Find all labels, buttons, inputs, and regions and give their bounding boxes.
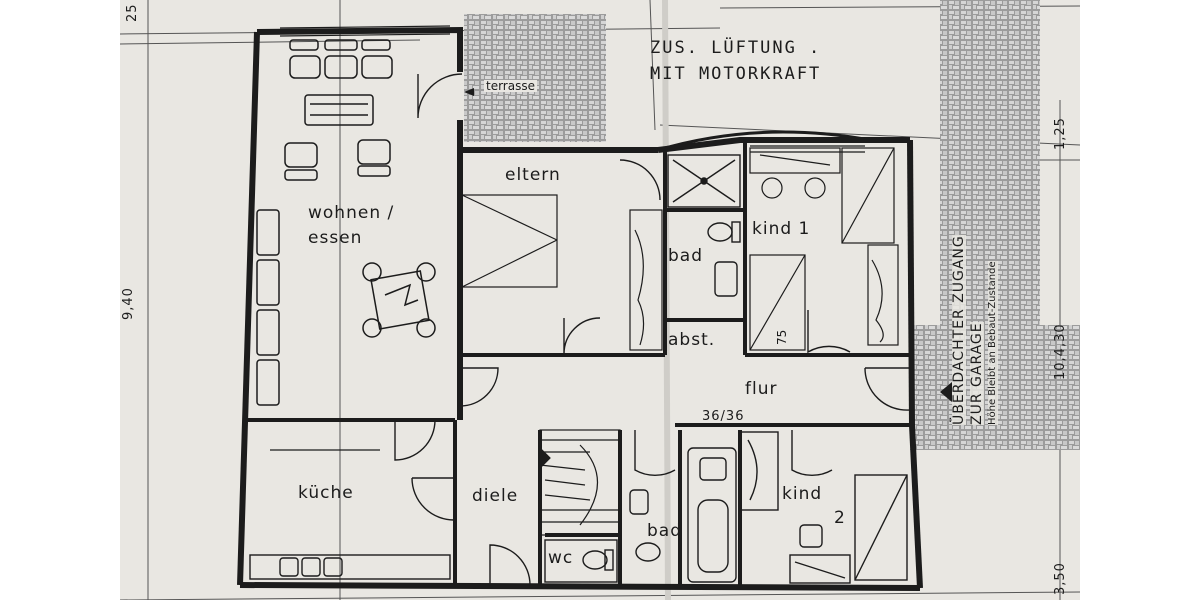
- construction-lines: [120, 0, 1080, 600]
- room-label-kind2: kind: [782, 484, 823, 504]
- kitchen-fixtures: [249, 554, 451, 580]
- paving-areas: [464, 0, 1080, 450]
- closet-dimension: 75: [775, 329, 789, 345]
- right-top-dimension: 1,25: [1053, 117, 1068, 150]
- ventilation-note-line2: MIT MOTORKRAFT: [650, 64, 822, 84]
- entry-arrows: [464, 88, 952, 402]
- stair-dimension: 36/36: [702, 409, 745, 424]
- room-label-terrasse: terrasse: [484, 79, 537, 93]
- room-label-essen: essen: [308, 228, 363, 248]
- floor-plan-drawing: [120, 0, 1080, 600]
- garage-note-line2: ZUR GARAGE: [969, 322, 985, 425]
- garage-note-line3: Höhe Bleibt an Bebaut-Zustande: [987, 261, 998, 425]
- room-label-bad-lower: bad: [647, 521, 682, 541]
- room-label-kind1: kind 1: [752, 219, 811, 239]
- windows: [270, 25, 865, 451]
- right-bottom-dimension: 3,50: [1053, 562, 1068, 595]
- door-swings: [394, 73, 911, 586]
- floor-plan-sheet: ZUS. LÜFTUNG . MIT MOTORKRAFT wohnen / e…: [120, 0, 1080, 600]
- room-label-kind2-number: 2: [834, 508, 846, 528]
- ventilation-note-line1: ZUS. LÜFTUNG .: [650, 38, 822, 58]
- staircase: [539, 429, 621, 536]
- room-label-kueche: küche: [298, 483, 354, 503]
- room-label-bad-upper: bad: [668, 246, 703, 266]
- lower-fixtures: [544, 431, 908, 584]
- garage-note-line1: ÜBERDACHTER ZUGANG: [951, 235, 967, 425]
- left-dimension: 9,40: [121, 287, 136, 320]
- room-label-abst: abst.: [668, 330, 716, 350]
- room-label-flur: flur: [745, 379, 778, 399]
- terrace-paving: [464, 14, 606, 142]
- kind1-furniture: [749, 147, 899, 351]
- exterior-walls: [237, 26, 923, 591]
- living-furniture: [256, 39, 436, 406]
- room-label-eltern: eltern: [505, 165, 561, 185]
- room-label-diele: diele: [472, 486, 519, 506]
- bad-upper-fixtures: [667, 154, 741, 297]
- room-label-wc: wc: [548, 548, 574, 568]
- eltern-furniture: [461, 194, 663, 351]
- top-dimension: 25: [125, 3, 140, 22]
- room-label-wohnen: wohnen /: [308, 203, 395, 223]
- right-mid-dimension: 10,4,30: [1053, 323, 1068, 380]
